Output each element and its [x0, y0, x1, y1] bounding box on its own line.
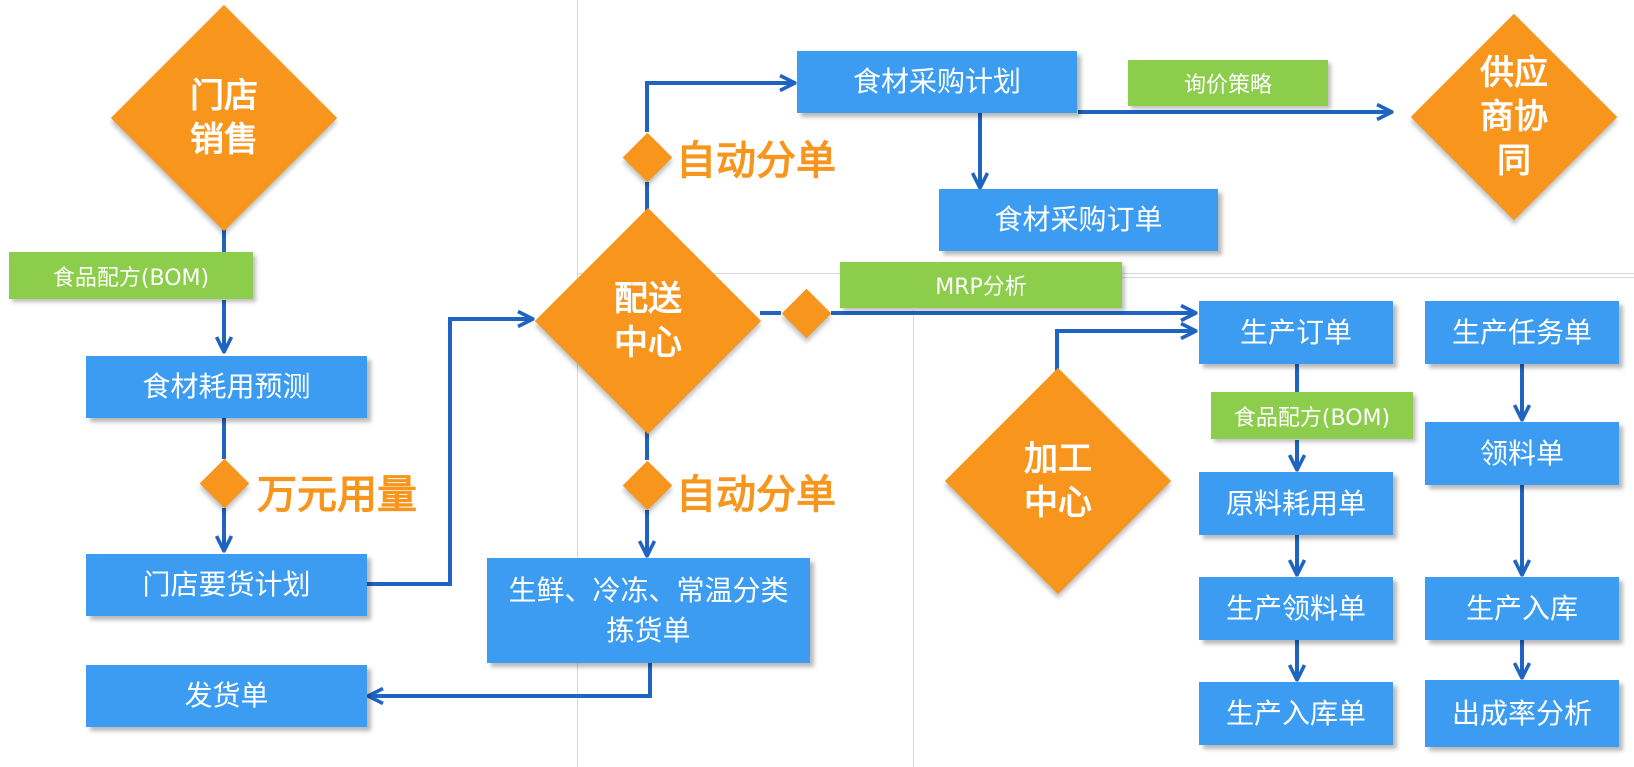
arrow-sorting-to-shipping: [368, 663, 652, 696]
production-task-order-box: 生产任务单: [1425, 301, 1619, 364]
processing-center-label: 加工中心: [1024, 439, 1092, 523]
ten-thousand-usage-label: 万元用量: [257, 472, 417, 518]
auto-split-bottom-label: 自动分单: [676, 472, 836, 518]
divider-vertical-2: [913, 310, 914, 767]
mrp-analysis-box: MRP分析: [840, 262, 1122, 308]
material-usage-order-box: 原料耗用单: [1199, 472, 1393, 535]
bom-left-box: 食品配方(BOM): [9, 252, 253, 299]
arrow-plan-to-distribution: [367, 319, 533, 586]
distribution-center-label: 配送中心: [614, 279, 682, 363]
production-requisition-box: 生产领料单: [1199, 577, 1393, 640]
food-usage-forecast-box: 食材耗用预测: [86, 356, 367, 418]
yield-analysis-box: 出成率分析: [1425, 680, 1619, 747]
production-warehousing-order-box: 生产入库单: [1199, 682, 1393, 745]
production-warehousing-box: 生产入库: [1425, 577, 1619, 640]
food-purchase-plan-box: 食材采购计划: [797, 51, 1077, 113]
supplier-collab-label: 供应商协同: [1480, 53, 1548, 181]
store-requisition-plan-box: 门店要货计划: [86, 554, 367, 616]
store-sales-label: 门店销售: [190, 76, 258, 160]
production-order-box: 生产订单: [1199, 301, 1393, 364]
divider-horizontal-2: [913, 277, 1634, 278]
auto-split-top-label: 自动分单: [676, 138, 836, 184]
arrow-processing-to-production-order: [1055, 331, 1196, 372]
bom-right-box: 食品配方(BOM): [1211, 392, 1413, 439]
inquiry-strategy-box: 询价策略: [1128, 60, 1328, 106]
food-purchase-order-box: 食材采购订单: [939, 189, 1218, 251]
arrow-autosplit-to-purchase-plan: [645, 83, 795, 132]
shipping-order-box: 发货单: [86, 665, 367, 727]
material-requisition-box: 领料单: [1425, 422, 1619, 485]
sorting-pick-order-box: 生鲜、冷冻、常温分类拣货单: [487, 558, 810, 663]
divider-vertical-1: [577, 0, 578, 767]
